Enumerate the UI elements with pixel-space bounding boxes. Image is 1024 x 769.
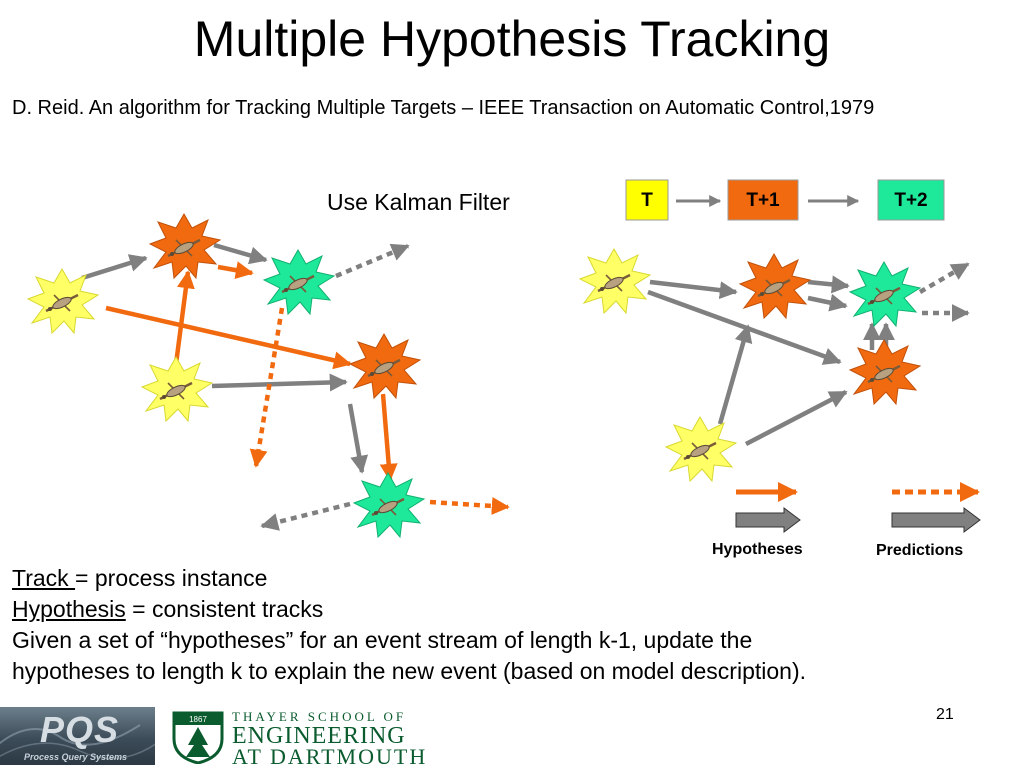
target-left-t-2 [140, 355, 214, 423]
target-left-t1-1 [148, 212, 222, 280]
target-left-t2-2 [352, 471, 426, 539]
track-def: = process instance [75, 565, 268, 591]
time-step-t: T [625, 179, 669, 221]
target-left-t-1 [26, 267, 100, 335]
right-prediction-arrows [918, 262, 970, 322]
pqs-logo: PQS Process Query Systems [0, 707, 155, 765]
dartmouth-wordmark: THAYER SCHOOL OF ENGINEERING AT DARTMOUT… [232, 709, 428, 769]
hypothesis-def: = consistent tracks [125, 596, 324, 622]
target-right-t1-1 [738, 252, 812, 320]
target-right-t-2 [664, 415, 738, 483]
hypothesis-definition: Hypothesis = consistent tracks [12, 594, 1012, 625]
track-term: Track [12, 565, 76, 591]
body-line-3: Given a set of “hypotheses” for an event… [12, 627, 753, 653]
left-hypothesis-arrows [81, 242, 398, 482]
legend-predictions-label: Predictions [876, 542, 964, 559]
time-step-t2: T+2 [877, 179, 945, 221]
time-step-t1: T+1 [727, 179, 799, 221]
dartmouth-line-3: AT DARTMOUTH [232, 744, 428, 769]
dartmouth-logo: 1867 THAYER SCHOOL OF ENGINEERING AT DAR… [170, 709, 425, 768]
citation: D. Reid. An algorithm for Tracking Multi… [12, 97, 875, 119]
body-text: Track = process instance Hypothesis = co… [12, 563, 1012, 687]
pqs-subtitle: Process Query Systems [24, 752, 128, 762]
svg-text:1867: 1867 [189, 715, 207, 724]
svg-text:T+1: T+1 [746, 190, 780, 211]
legend-hypotheses-arrows [735, 482, 801, 533]
right-hypothesis-arrows [647, 275, 895, 446]
target-right-t-1 [578, 247, 652, 315]
dartmouth-line-2: ENGINEERING [232, 723, 406, 749]
dartmouth-line-1: THAYER SCHOOL OF [232, 709, 407, 724]
pqs-background-art [0, 724, 155, 760]
footer: PQS Process Query Systems 1867 THAYER SC… [0, 704, 1024, 768]
target-right-t2-1 [848, 260, 922, 328]
page-number: 21 [936, 706, 954, 723]
target-left-t2-1 [262, 248, 336, 316]
track-definition: Track = process instance [12, 563, 1012, 594]
pqs-logo-text: PQS [40, 709, 120, 750]
svg-text:T: T [641, 190, 653, 211]
legend-hypotheses-label: Hypotheses [712, 541, 803, 558]
svg-text:T+2: T+2 [894, 190, 927, 211]
slide-title: Multiple Hypothesis Tracking [193, 11, 831, 67]
left-prediction-arrows [249, 243, 510, 531]
target-right-t1-2 [848, 338, 922, 406]
body-line-4: hypotheses to length k to explain the ne… [12, 658, 806, 684]
target-left-t1-2 [348, 332, 422, 400]
dartmouth-shield-icon: 1867 [172, 711, 224, 764]
legend-predictions-arrows [891, 482, 981, 533]
hypothesis-term: Hypothesis [12, 596, 126, 622]
kalman-filter-label: Use Kalman Filter [327, 189, 510, 215]
